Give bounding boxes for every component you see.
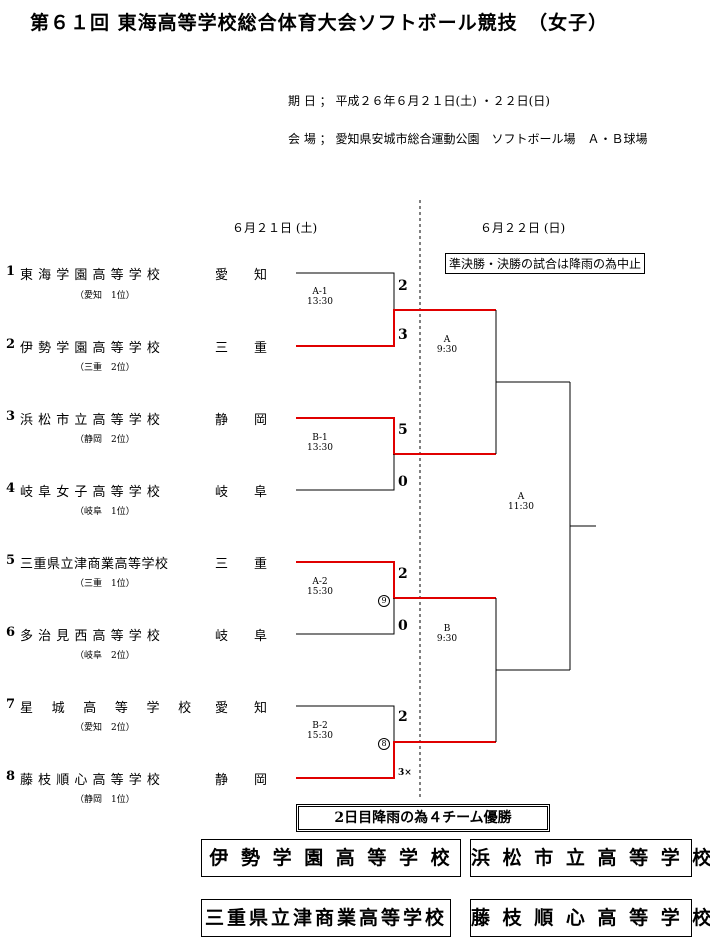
team-sub: （静岡 2位） bbox=[75, 435, 135, 445]
line-team1 bbox=[296, 272, 395, 310]
score-b1-bottom: 0 bbox=[398, 474, 408, 490]
team-name: 浜 松 市 立 高 等 学 校 bbox=[20, 413, 161, 428]
team-num: 4 bbox=[6, 481, 16, 496]
score-a2-top: 2 bbox=[398, 566, 408, 582]
champion-box: 藤 枝 順 心 高 等 学 校 bbox=[470, 899, 710, 937]
line-team2-winner bbox=[296, 309, 496, 347]
team-num: 1 bbox=[6, 264, 16, 279]
team-name: 東 海 学 園 高 等 学 校 bbox=[20, 268, 161, 283]
score-b2-top: 2 bbox=[398, 709, 408, 725]
rain-notice: 準決勝・決勝の試合は降雨の為中止 bbox=[445, 253, 646, 274]
score-b2-bottom: 3× bbox=[398, 768, 412, 778]
champion-box: 三重県立津商業高等学校 bbox=[201, 899, 451, 937]
team-pref: 静 岡 bbox=[215, 773, 268, 788]
line-team6 bbox=[296, 598, 395, 635]
line-team8-winner bbox=[296, 741, 496, 779]
extra-inning-badge: 8 bbox=[378, 738, 390, 750]
day1-header: ６月２１日 (土) bbox=[232, 221, 318, 235]
team-sub: （愛知 2位） bbox=[75, 723, 135, 733]
team-num: 7 bbox=[6, 697, 16, 712]
score-a1-top: 2 bbox=[398, 278, 408, 294]
team-sub: （三重 1位） bbox=[75, 579, 135, 589]
champion-box: 浜 松 市 立 高 等 学 校 bbox=[470, 839, 710, 877]
team-pref: 三 重 bbox=[215, 341, 268, 356]
team-pref: 三 重 bbox=[215, 557, 268, 572]
page-title: 第６１回 東海高等学校総合体育大会ソフトボール競技 （女子） bbox=[30, 12, 609, 34]
team-name: 多 治 見 西 高 等 学 校 bbox=[20, 629, 161, 644]
team-pref: 岐 阜 bbox=[215, 629, 268, 644]
venue-line: 会 場 ； 愛知県安城市総合運動公園 ソフトボール場 Ａ・Ｂ球場 bbox=[288, 132, 648, 146]
team-sub: （愛知 1位） bbox=[75, 291, 135, 301]
team-num: 2 bbox=[6, 337, 16, 352]
line-team3-winner bbox=[296, 417, 496, 455]
line-team5-winner bbox=[296, 561, 496, 599]
team-pref: 岐 阜 bbox=[215, 485, 268, 500]
team-num: 8 bbox=[6, 769, 16, 784]
extra-inning-badge: 9 bbox=[378, 595, 390, 607]
champion-box: 伊 勢 学 園 高 等 学 校 bbox=[201, 839, 461, 877]
team-pref: 愛 知 bbox=[215, 268, 268, 283]
team-num: 3 bbox=[6, 409, 16, 424]
date-line: 期 日 ； 平成２６年６月２１日(土) ・２２日(日) bbox=[288, 94, 550, 108]
team-name: 三重県立津商業高等学校 bbox=[20, 557, 169, 572]
score-a2-bottom: 0 bbox=[398, 618, 408, 634]
team-name: 藤 枝 順 心 高 等 学 校 bbox=[20, 773, 161, 788]
team-sub: （岐阜 1位） bbox=[75, 507, 135, 517]
result-banner: 2日目降雨の為４チーム優勝 bbox=[296, 804, 550, 832]
score-a1-bottom: 3 bbox=[398, 327, 408, 343]
team-sub: （三重 2位） bbox=[75, 363, 135, 373]
team-pref: 静 岡 bbox=[215, 413, 268, 428]
team-num: 6 bbox=[6, 625, 16, 640]
team-sub: （岐阜 2位） bbox=[75, 651, 135, 661]
team-pref: 愛 知 bbox=[215, 701, 268, 716]
team-sub: （静岡 1位） bbox=[75, 795, 135, 805]
team-name: 伊 勢 学 園 高 等 学 校 bbox=[20, 341, 161, 356]
score-b1-top: 5 bbox=[398, 422, 408, 438]
team-num: 5 bbox=[6, 553, 16, 568]
line-team4 bbox=[296, 454, 395, 491]
team-name: 岐 阜 女 子 高 等 学 校 bbox=[20, 485, 161, 500]
day2-header: ６月２２日 (日) bbox=[480, 221, 566, 235]
team-name: 星 城 高 等 学 校 bbox=[20, 701, 192, 716]
line-team7 bbox=[296, 705, 395, 742]
